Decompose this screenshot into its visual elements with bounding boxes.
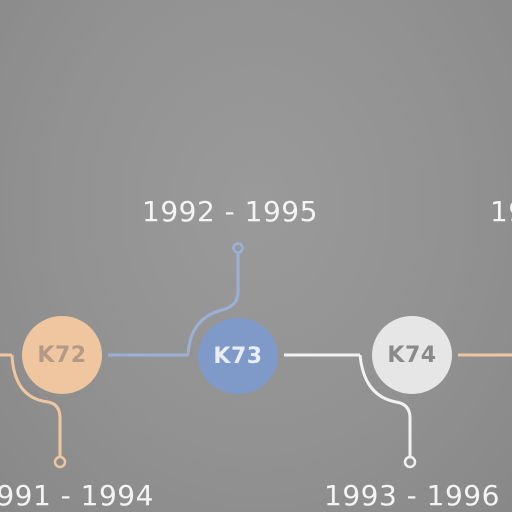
node-k74-label: K74 <box>387 342 437 368</box>
node-k74[interactable]: K74 <box>372 316 452 394</box>
node-k73[interactable]: K73 <box>198 318 278 394</box>
k72-period-connector <box>10 354 62 458</box>
node-k73-label: K73 <box>213 343 263 369</box>
node-k72[interactable]: K72 <box>22 316 102 394</box>
k74-period-label: 1993 - 1996 <box>324 479 500 512</box>
k73-period-label: 1992 - 1995 <box>142 195 318 228</box>
k72-period-label: 1991 - 1994 <box>0 479 154 512</box>
k73-period-connector <box>186 252 240 356</box>
k74-period-connector <box>358 354 412 458</box>
node-k72-label: K72 <box>37 342 87 368</box>
next-period-label-partial: 19 <box>490 195 512 228</box>
k72-period-dot <box>53 455 67 469</box>
k74-period-dot <box>403 455 417 469</box>
k73-period-dot <box>232 242 244 254</box>
